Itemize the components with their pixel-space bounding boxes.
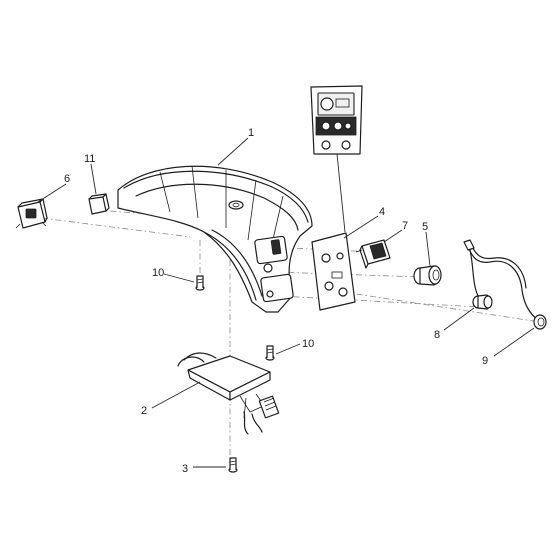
part-1-fender-housing bbox=[117, 165, 313, 313]
callout-1: 1 bbox=[248, 127, 254, 139]
decal-panel bbox=[310, 85, 363, 233]
part-7-rocker-switch bbox=[355, 239, 391, 269]
part-4-bracket-plate bbox=[311, 232, 356, 311]
callout-7: 7 bbox=[402, 220, 408, 232]
callout-4: 4 bbox=[379, 206, 385, 218]
callout-11: 11 bbox=[84, 153, 95, 165]
callout-6: 6 bbox=[64, 173, 70, 185]
part-9-cable-harness bbox=[463, 239, 547, 330]
callouts: 1 2 3 4 5 6 7 8 9 10 10 11 bbox=[64, 127, 488, 475]
callout-9: 9 bbox=[482, 355, 488, 367]
part-2-switch-box bbox=[177, 352, 280, 435]
part-3-screw bbox=[228, 457, 238, 473]
callout-3: 3 bbox=[182, 463, 188, 475]
callout-5: 5 bbox=[422, 221, 428, 233]
part-5-round-button bbox=[413, 265, 442, 286]
callout-10-upper: 10 bbox=[152, 267, 164, 279]
part-11-spacer-block bbox=[88, 193, 110, 215]
callout-2: 2 bbox=[141, 405, 147, 417]
part-10-screw-upper bbox=[195, 275, 205, 291]
part-10-screw-lower bbox=[265, 345, 275, 361]
callout-8: 8 bbox=[434, 329, 440, 341]
part-6-connector bbox=[15, 198, 48, 229]
callout-10-lower: 10 bbox=[302, 338, 314, 350]
part-8-round-connector bbox=[472, 294, 493, 310]
leader-lines bbox=[37, 137, 535, 468]
